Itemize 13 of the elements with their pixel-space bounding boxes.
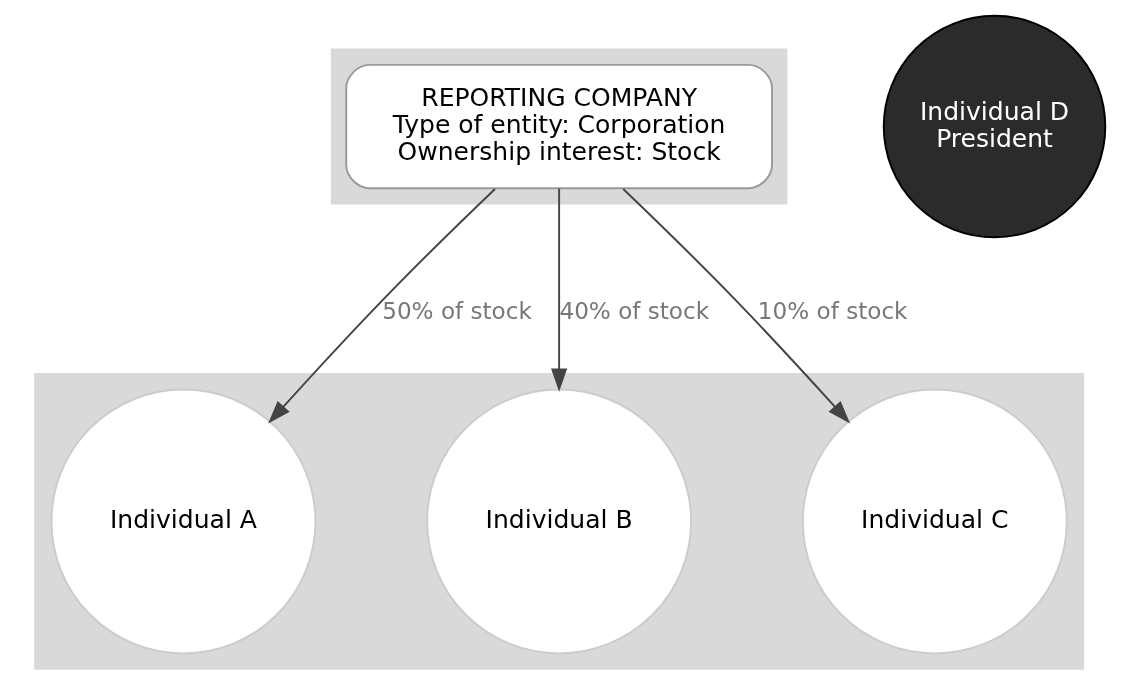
node-box: REPORTING COMPANY Type of entity: Corporation Ownership interest: Stock — [344, 63, 773, 190]
edge-label: 10% of stock — [757, 298, 908, 325]
node-circle: Individual B — [425, 388, 692, 655]
edge-label: 40% of stock — [558, 298, 709, 325]
cluster — [33, 373, 1084, 670]
cluster — [330, 48, 787, 205]
arrow — [267, 188, 496, 424]
node-circle: Individual C — [801, 388, 1068, 655]
node-circle: Individual D President — [882, 14, 1106, 239]
edge-label: 50% of stock — [381, 298, 532, 325]
arrow — [621, 188, 850, 424]
arrow — [550, 187, 567, 392]
node-circle: Individual A — [50, 388, 316, 655]
